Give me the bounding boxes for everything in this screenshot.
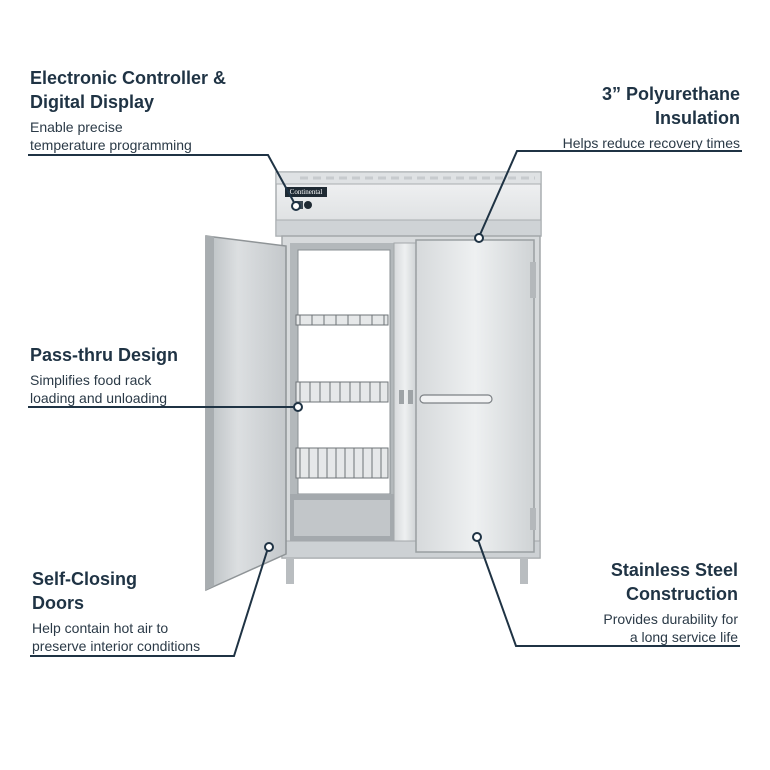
selfclosing-point-icon [264, 542, 274, 552]
callout-description: Enable precise [30, 119, 123, 135]
callout-description: temperature programming [30, 137, 192, 153]
door-handle-icon [419, 394, 493, 404]
brand-logo: Continental [289, 188, 323, 196]
callout-description: loading and unloading [30, 390, 168, 406]
open-door [205, 235, 287, 592]
stainless-point-icon [472, 532, 482, 542]
leader-lines [28, 150, 742, 657]
callout-title: Digital Display [30, 92, 155, 112]
passthru-point-icon [293, 402, 303, 412]
callout-title: Pass-thru Design [30, 345, 179, 365]
callout-title: Self-Closing [32, 569, 138, 589]
callout-description: Help contain hot air to [32, 620, 169, 636]
callout-description: a long service life [629, 629, 738, 645]
callout-title: Doors [32, 593, 85, 613]
callout-insulation: 3” Polyurethane Insulation Helps reduce … [500, 82, 740, 152]
controller-point-icon [291, 201, 301, 211]
leader-line-selfclosing [30, 547, 269, 657]
callout-title: Insulation [655, 108, 740, 128]
callout-description: Simplifies food rack [30, 372, 152, 388]
callout-description: Provides durability for [603, 611, 738, 627]
leader-line-insulation [478, 150, 742, 238]
leader-line-controller [28, 154, 297, 207]
wire-shelves [295, 314, 389, 479]
callout-controller: Electronic Controller & Digital Display … [30, 66, 270, 154]
callout-description: preserve interior conditions [32, 638, 201, 654]
callout-title: Electronic Controller & [30, 68, 227, 88]
callout-title: Construction [626, 584, 738, 604]
callout-title: 3” Polyurethane [601, 84, 740, 104]
closed-door [399, 239, 536, 553]
callout-title: Stainless Steel [610, 560, 738, 580]
callout-passthru: Pass-thru Design Simplifies food rack lo… [30, 343, 250, 407]
leader-dots [264, 201, 484, 552]
callout-description: Helps reduce recovery times [562, 135, 740, 151]
leader-line-stainless [476, 536, 740, 647]
insulation-point-icon [474, 233, 484, 243]
callout-selfclosing: Self-Closing Doors Help contain hot air … [32, 567, 252, 655]
callout-stainless: Stainless Steel Construction Provides du… [518, 558, 738, 646]
